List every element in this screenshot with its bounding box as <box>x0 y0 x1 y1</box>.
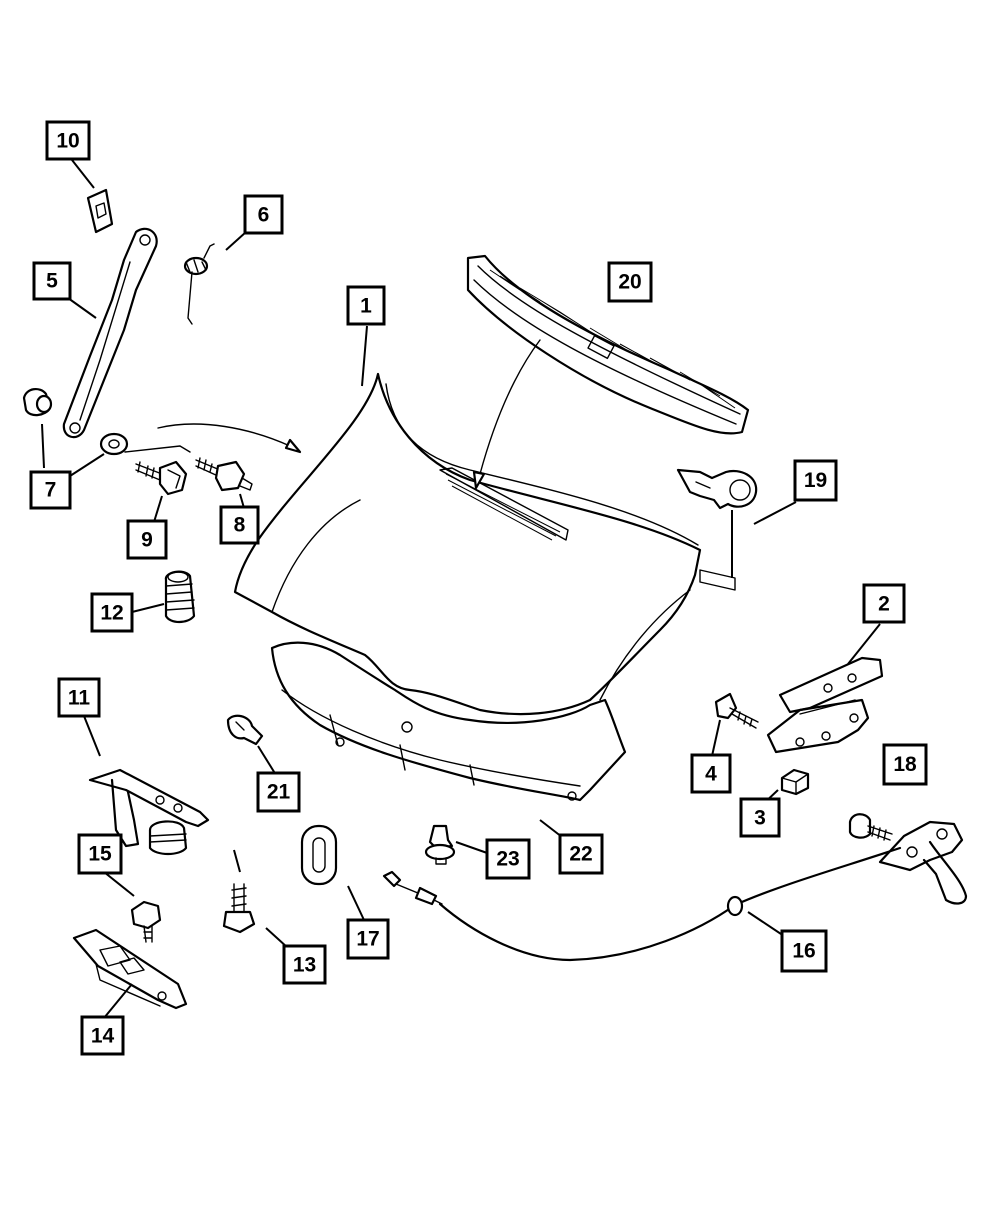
cowl-grille <box>466 254 750 435</box>
release-cable <box>382 846 902 962</box>
callout-10: 10 <box>45 120 91 161</box>
callout-18: 18 <box>882 743 928 786</box>
prop-bolt <box>135 460 188 496</box>
callout-11: 11 <box>57 677 101 718</box>
hood-hinge <box>766 656 884 754</box>
svg-text:2: 2 <box>878 593 890 616</box>
callout-14: 14 <box>80 1015 125 1056</box>
prop-spring <box>183 243 215 325</box>
svg-text:8: 8 <box>234 514 246 537</box>
callout-20: 20 <box>607 261 653 303</box>
latch-bracket <box>88 768 210 848</box>
latch-bumper <box>148 820 188 856</box>
callout-2: 2 <box>862 583 906 624</box>
svg-text:17: 17 <box>356 928 379 951</box>
svg-text:16: 16 <box>792 940 815 963</box>
svg-text:20: 20 <box>618 271 641 294</box>
svg-text:23: 23 <box>496 848 519 871</box>
callout-16: 16 <box>780 929 828 973</box>
svg-text:18: 18 <box>893 753 917 776</box>
svg-text:1: 1 <box>360 295 372 318</box>
hood-prop-rod <box>62 227 158 439</box>
callout-19: 19 <box>793 459 838 502</box>
svg-text:11: 11 <box>68 687 91 710</box>
callout-7: 7 <box>29 470 72 510</box>
svg-text:3: 3 <box>754 807 766 830</box>
svg-text:22: 22 <box>569 843 592 866</box>
svg-text:9: 9 <box>141 529 153 552</box>
handle-screw <box>848 813 893 841</box>
assembly-arrow-left <box>124 423 302 454</box>
striker-bracket <box>72 928 188 1010</box>
hood-insulator <box>270 641 627 802</box>
callout-17: 17 <box>346 918 390 960</box>
callout-6: 6 <box>243 194 284 235</box>
callout-9: 9 <box>126 519 168 560</box>
prop-stud <box>195 457 253 492</box>
retainer-clip <box>86 188 114 234</box>
svg-text:19: 19 <box>804 469 827 492</box>
callout-22: 22 <box>558 833 604 875</box>
striker-bolt <box>130 900 162 943</box>
svg-text:5: 5 <box>46 270 58 293</box>
svg-text:13: 13 <box>293 954 316 977</box>
washer <box>99 432 129 456</box>
callout-15: 15 <box>77 833 123 875</box>
callout-4: 4 <box>690 753 732 794</box>
hinge-nut <box>780 768 810 796</box>
callout-5: 5 <box>32 261 72 301</box>
callout-23: 23 <box>485 838 531 880</box>
svg-text:15: 15 <box>88 843 112 866</box>
latch-bolt <box>222 883 256 934</box>
assembly-arrow-center <box>472 339 541 490</box>
callout-3: 3 <box>739 797 781 838</box>
hood-bumper <box>164 570 196 624</box>
insulator-retainer <box>424 824 456 865</box>
prop-grommet <box>22 388 53 417</box>
callout-1: 1 <box>346 285 386 326</box>
svg-text:7: 7 <box>45 479 57 502</box>
callout-21: 21 <box>256 771 301 813</box>
svg-text:6: 6 <box>258 204 270 227</box>
callout-8: 8 <box>219 505 260 545</box>
release-handle <box>878 820 968 905</box>
svg-text:10: 10 <box>56 130 79 153</box>
svg-text:4: 4 <box>705 763 717 786</box>
hood-seal <box>676 468 758 591</box>
callout-13: 13 <box>282 944 327 985</box>
hood-panel <box>233 372 702 716</box>
cable-grommet <box>300 824 338 886</box>
svg-text:14: 14 <box>91 1025 115 1048</box>
callout-12: 12 <box>90 592 134 633</box>
svg-text:12: 12 <box>100 602 123 625</box>
push-pin <box>226 714 264 746</box>
hinge-bolt <box>714 692 759 729</box>
svg-text:21: 21 <box>267 781 291 804</box>
